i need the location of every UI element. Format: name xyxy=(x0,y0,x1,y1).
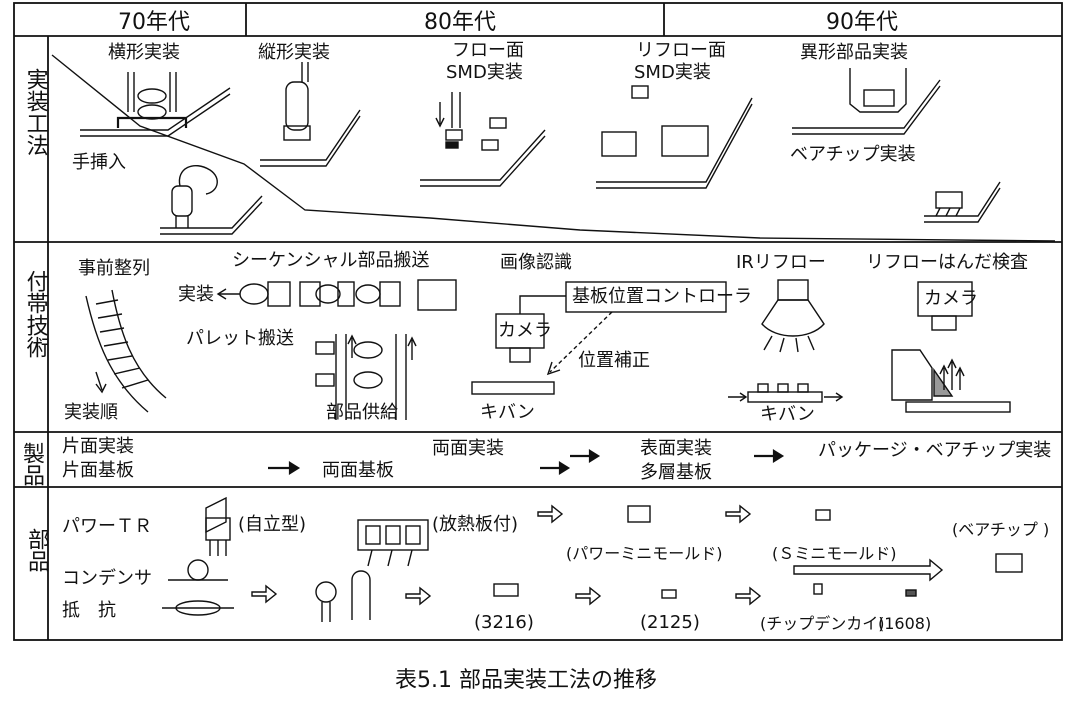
product-arrows xyxy=(268,449,785,475)
label-part-supply: 部品供給 xyxy=(326,402,398,423)
label-single-sided-board: 片面基板 xyxy=(62,460,134,481)
solder-inspection-illustration xyxy=(891,281,1011,413)
label-multilayer-board: 多層基板 xyxy=(640,462,712,483)
table-grid xyxy=(13,2,1063,641)
reflow-smd-illustration xyxy=(596,85,753,189)
label-camera-1: カメラ xyxy=(498,320,552,341)
label-camera-2: カメラ xyxy=(924,288,978,309)
label-s-mini-mold: (Ｓミニモールド) xyxy=(772,544,897,563)
image-recognition-illustration xyxy=(471,281,727,395)
label-self-standing: (自立型) xyxy=(238,514,307,535)
label-resistor: 抵 抗 xyxy=(62,600,116,621)
label-size-3216: (3216) xyxy=(474,612,534,633)
label-size-2125: (2125) xyxy=(640,612,700,633)
label-board-1: キバン xyxy=(480,402,535,423)
row-mount-method: 実装工法 xyxy=(22,68,48,156)
label-board-2: キバン xyxy=(760,404,815,425)
figure-caption: 表5.1 部品実装工法の推移 xyxy=(395,668,657,693)
label-board-controller: 基板位置コントローラ xyxy=(572,286,752,307)
label-power-tr: パワーＴＲ xyxy=(62,516,152,537)
flow-smd-illustration xyxy=(420,92,546,187)
label-image-recognition: 画像認識 xyxy=(500,252,572,273)
label-reflow-inspection: リフローはんだ検査 xyxy=(866,252,1028,273)
label-chip-electrolytic: (チップデンカイ) xyxy=(760,614,885,633)
label-reflow-smd: SMD実装 xyxy=(634,62,711,83)
row-parts: 部品 xyxy=(24,528,49,572)
label-sequential-transport: シーケンシャル部品搬送 xyxy=(232,250,430,271)
row-product: 製品 xyxy=(19,442,44,486)
label-power-mini-mold: (パワーミニモールド) xyxy=(566,544,723,563)
label-mount-order: 実装順 xyxy=(64,402,118,423)
label-flow-side: フロー面 xyxy=(452,40,524,61)
bare-chip-illustration xyxy=(924,181,1001,223)
label-capacitor: コンデンサ xyxy=(62,568,152,589)
parts-illustrations xyxy=(162,496,1023,622)
sequential-transport-illustration xyxy=(216,279,457,420)
label-pallet-transport: パレット搬送 xyxy=(186,328,294,349)
label-odd-shape-mount: 異形部品実装 xyxy=(800,42,908,63)
row-ancillary-tech: 付帯技術 xyxy=(22,270,48,358)
vertical-mount-illustration xyxy=(260,62,361,167)
label-with-heatsink: (放熱板付) xyxy=(432,514,519,535)
label-double-sided-board: 両面基板 xyxy=(322,460,394,481)
label-bare-chip: (ベアチップ ) xyxy=(952,520,1050,539)
parts-arrows xyxy=(251,504,944,606)
era-90s: 90年代 xyxy=(826,10,898,35)
label-bare-chip-mount: ベアチップ実装 xyxy=(790,144,916,165)
manual-insert-illustration xyxy=(160,165,263,235)
era-70s: 70年代 xyxy=(118,10,190,35)
label-ir-reflow: IRリフロー xyxy=(736,252,826,273)
prealign-tape-illustration xyxy=(85,289,167,413)
label-prealign: 事前整列 xyxy=(78,258,150,279)
horizontal-mount-illustration xyxy=(80,72,231,137)
era-80s: 80年代 xyxy=(424,10,496,35)
label-reflow-side: リフロー面 xyxy=(636,40,726,61)
label-flow-smd: SMD実装 xyxy=(446,62,523,83)
label-horizontal-mount: 横形実装 xyxy=(108,42,180,63)
ir-reflow-illustration xyxy=(728,279,844,403)
label-vertical-mount: 縦形実装 xyxy=(258,42,330,63)
label-mount-arrow: 実装 xyxy=(178,284,214,305)
odd-shape-illustration xyxy=(792,68,941,135)
label-single-sided-mount: 片面実装 xyxy=(62,436,134,457)
label-position-correction: 位置補正 xyxy=(578,350,650,371)
label-surface-mount: 表面実装 xyxy=(640,438,712,459)
label-package-bare-chip: パッケージ・ベアチップ実装 xyxy=(818,440,1052,461)
label-size-1608: (1608) xyxy=(878,614,932,633)
label-double-sided-mount: 両面実装 xyxy=(432,438,504,459)
label-manual-insert: 手挿入 xyxy=(72,152,126,173)
era-boundary-line xyxy=(51,54,1056,242)
